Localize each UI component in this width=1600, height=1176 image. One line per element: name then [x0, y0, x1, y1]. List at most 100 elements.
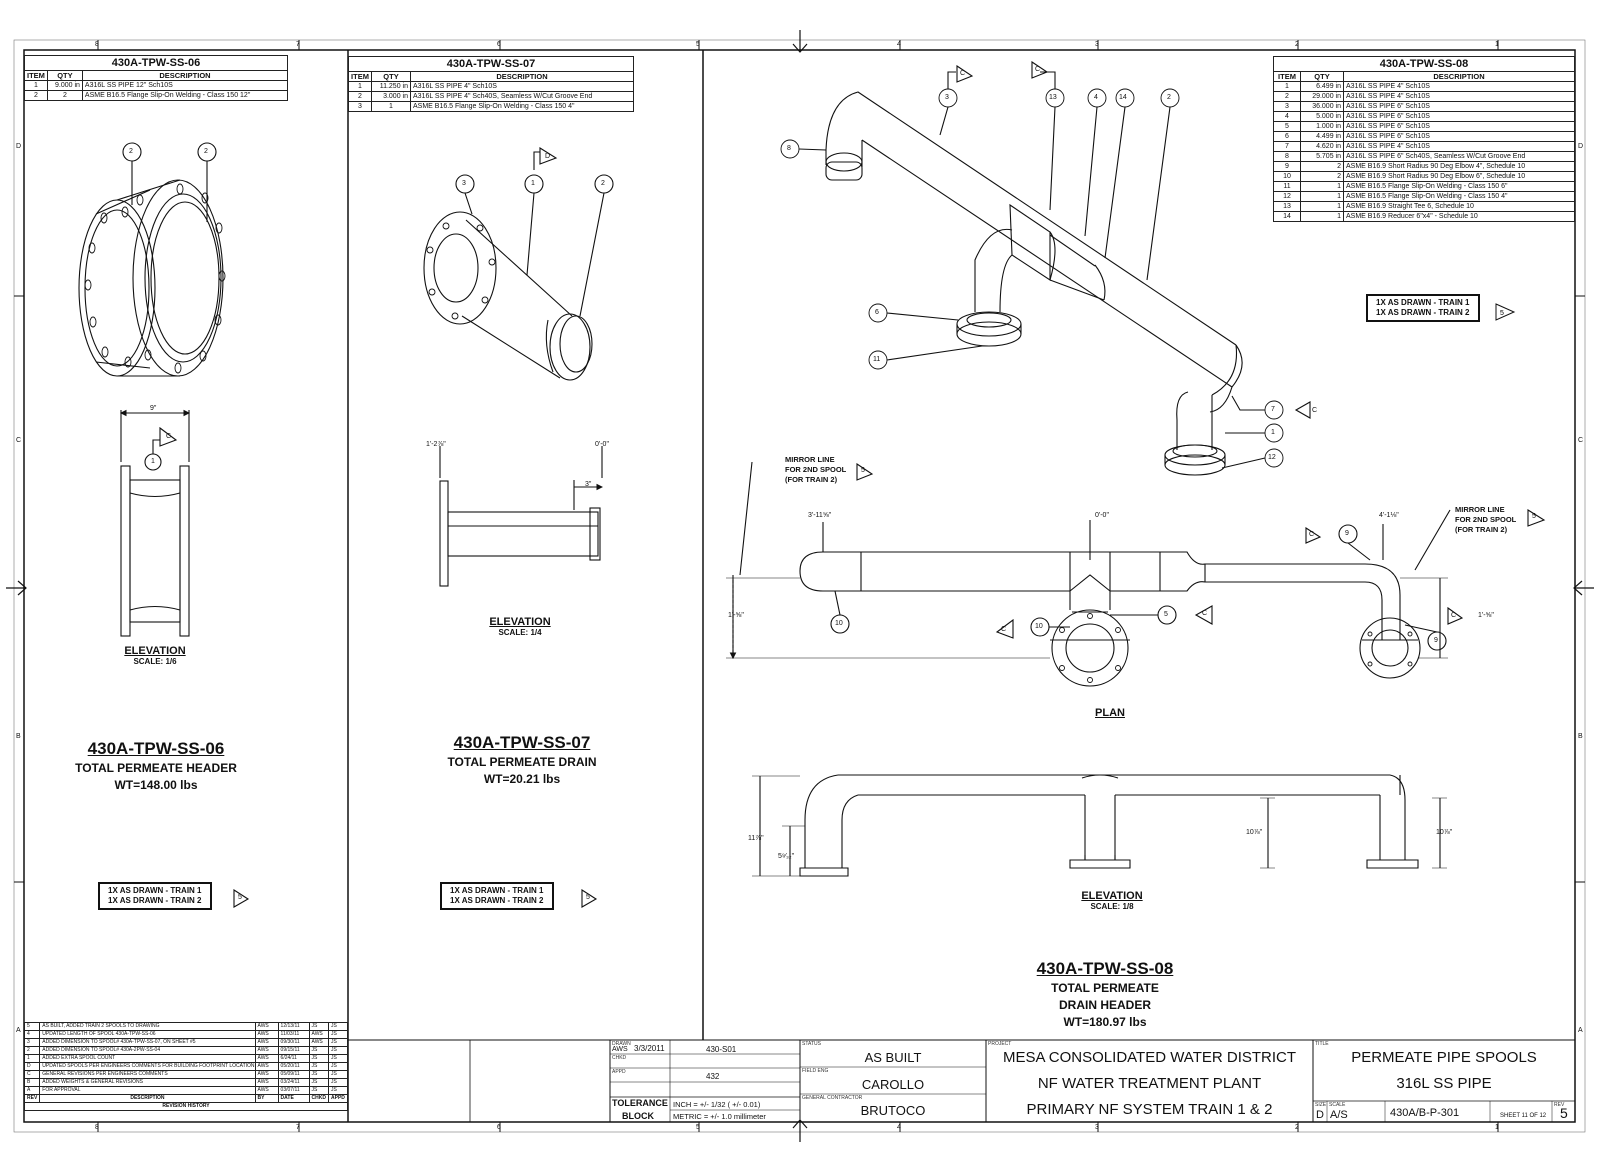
field-label: GENERAL CONTRACTOR [802, 1095, 863, 1101]
balloon-label: 5 [1164, 611, 1168, 618]
balloon-label: 2 [129, 148, 133, 155]
ss07-iso-view [423, 147, 614, 381]
date-value: 3/3/2011 [634, 1044, 665, 1053]
view-scale: SCALE: 1/8 [1090, 902, 1134, 911]
ss06-elevation-view [119, 409, 191, 637]
train-2-label: 1X AS DRAWN - TRAIN 2 [1376, 308, 1470, 317]
balloon-label: C [1202, 610, 1208, 617]
zone-label-side: C [1578, 437, 1584, 444]
size-value: D [1316, 1109, 1324, 1121]
ss06-title-block: 430A-TPW-SS-06 TOTAL PERMEATE HEADER WT=… [40, 738, 272, 794]
dimension-label: 4'-1⅛" [1379, 512, 1399, 519]
dimension-label: 9" [150, 405, 157, 412]
zone-label-bottom: 4 [897, 1124, 901, 1131]
zone-label-top: 5 [696, 41, 700, 48]
balloon-label: C [1451, 612, 1457, 619]
dimension-label: 1'-2⅞" [426, 441, 446, 448]
rev-value: 5 [1560, 1105, 1568, 1121]
balloon-label: 11 [873, 356, 881, 363]
zone-label-top: 2 [1295, 41, 1299, 48]
view-title: ELEVATION [1081, 890, 1143, 902]
field-label: TITLE [1315, 1041, 1329, 1047]
spool-weight: WT=180.97 lbs [1063, 1015, 1147, 1029]
zone-label-top: 4 [897, 41, 901, 48]
zone-label-top: 8 [95, 41, 99, 48]
zone-label-bottom: 7 [296, 1124, 300, 1131]
balloon-label: C [1001, 626, 1007, 633]
dimension-label: 5⁹⁄₃₂" [778, 853, 795, 860]
view-title: PLAN [1095, 707, 1125, 719]
zone-label-bottom: 2 [1295, 1124, 1299, 1131]
ss08-train-box: 1X AS DRAWN - TRAIN 1 1X AS DRAWN - TRAI… [1366, 294, 1480, 322]
ss08-plan-caption: PLAN [1060, 707, 1160, 719]
ss06-train-box: 1X AS DRAWN - TRAIN 1 1X AS DRAWN - TRAI… [98, 882, 212, 910]
balloon-label: 7 [1271, 406, 1275, 413]
balloon-label: D [545, 153, 551, 160]
balloon-label: C [1309, 531, 1315, 538]
project-line-3: PRIMARY NF SYSTEM TRAIN 1 & 2 [1026, 1101, 1273, 1118]
balloon-label: 9 [1434, 637, 1438, 644]
train-2-label: 1X AS DRAWN - TRAIN 2 [108, 896, 202, 905]
drawing-number-value: 430-S01 [706, 1045, 737, 1054]
status-value: AS BUILT [864, 1050, 922, 1065]
revision-history-title: REVISION HISTORY [24, 1102, 348, 1111]
revision-triangle-icon: 5 [1495, 303, 1516, 321]
train-1-label: 1X AS DRAWN - TRAIN 1 [1376, 298, 1470, 307]
dwg-number-value: 430A/B-P-301 [1390, 1107, 1460, 1119]
balloon-label: 2 [1167, 94, 1171, 101]
zone-label-side: D [1578, 143, 1584, 150]
spool-name: 430A-TPW-SS-07 [453, 733, 591, 752]
train-2-label: 1X AS DRAWN - TRAIN 2 [450, 896, 544, 905]
zone-label-side: D [16, 143, 22, 150]
sheet-title-2: 316L SS PIPE [1396, 1075, 1492, 1092]
balloon-label: 5 [1532, 513, 1536, 520]
view-title: ELEVATION [124, 645, 186, 657]
balloon-label: 3 [462, 180, 466, 187]
train-1-label: 1X AS DRAWN - TRAIN 1 [108, 886, 202, 895]
view-scale: SCALE: 1/4 [498, 628, 542, 637]
dimension-label: 3" [585, 481, 592, 488]
dimension-label: 1'-⅝" [728, 612, 744, 619]
field-label: SIZE [1315, 1102, 1327, 1108]
contractor-value: BRUTOCO [860, 1103, 926, 1118]
zone-label-top: 3 [1095, 41, 1099, 48]
spool-description: DRAIN HEADER [1058, 998, 1151, 1012]
zone-label-top: 1 [1495, 41, 1499, 48]
balloon-label: 14 [1119, 94, 1127, 101]
project-line-1: MESA CONSOLIDATED WATER DISTRICT [1002, 1049, 1297, 1066]
field-label: DRAWN [612, 1041, 631, 1047]
spool-description: TOTAL PERMEATE [1051, 981, 1159, 995]
ss07-elevation-caption: ELEVATION SCALE: 1/4 [460, 616, 580, 637]
sheet-title-1: PERMEATE PIPE SPOOLS [1351, 1049, 1537, 1066]
balloon-label: 5 [861, 467, 865, 474]
dimension-label: 3'-11⅝" [808, 512, 832, 519]
dimension-label: 10⅞" [1246, 829, 1263, 836]
field-label: SCALE [1329, 1102, 1346, 1108]
balloon-label: 12 [1268, 454, 1276, 461]
inch-tolerance: INCH = +/- 1/32 ( +/- 0.01) [673, 1100, 761, 1109]
zone-label-side: A [1578, 1027, 1583, 1034]
dimension-label: 0'-0" [595, 441, 609, 448]
bom-title: 430A-TPW-SS-08 [1273, 56, 1575, 72]
balloon-label: C [960, 70, 966, 77]
field-label: REV [1554, 1102, 1565, 1108]
ss06-iso-view [78, 142, 226, 377]
ss08-iso-view [780, 60, 1311, 476]
spool-description: TOTAL PERMEATE HEADER [75, 761, 237, 775]
